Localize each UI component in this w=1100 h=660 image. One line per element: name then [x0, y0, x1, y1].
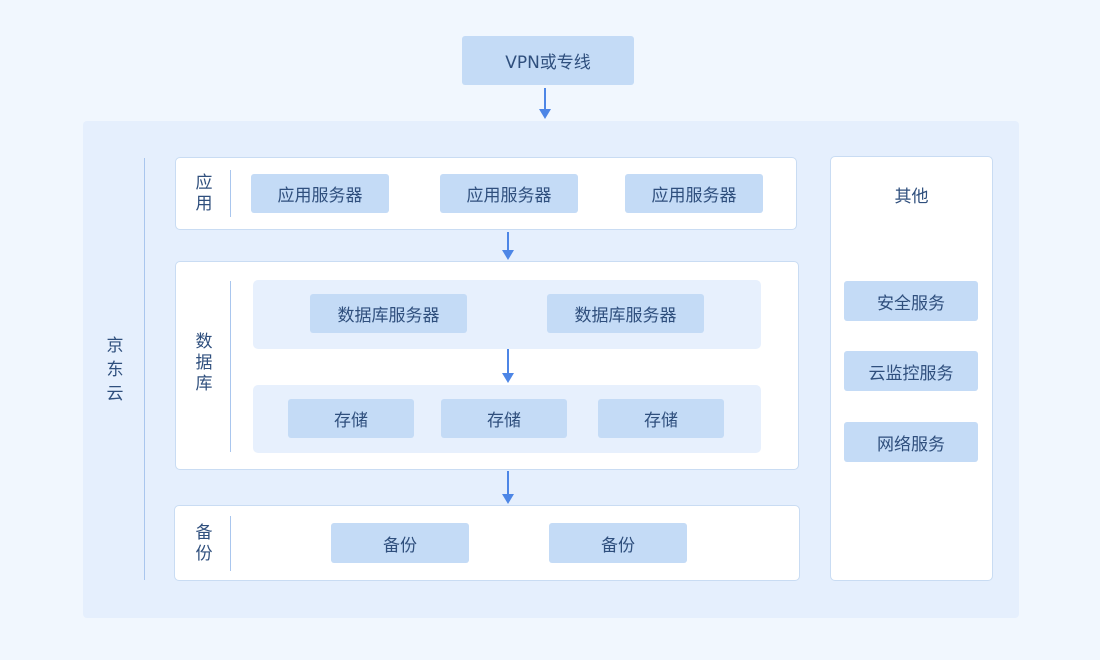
service-label: 安全服务 [877, 293, 945, 314]
cloud-label-char: 京 [106, 336, 124, 356]
backup-label: 备份 [383, 535, 417, 556]
app-layer-label-char: 用 [195, 194, 213, 214]
app-server-label: 应用服务器 [277, 186, 363, 206]
db-server-label: 数据库服务器 [337, 306, 440, 326]
app-server-label: 应用服务器 [466, 186, 552, 206]
network-service-node: 网络服务 [844, 422, 978, 462]
arrow-vpn-to-cloud [538, 88, 552, 120]
db-server-node: 数据库服务器 [310, 294, 467, 333]
db-layer-label-char: 据 [195, 352, 213, 373]
storage-node: 存储 [441, 399, 567, 438]
db-layer-label-char: 数 [195, 331, 213, 352]
app-server-node: 应用服务器 [440, 174, 578, 213]
service-label: 网络服务 [877, 434, 945, 455]
db-server-node: 数据库服务器 [547, 294, 704, 333]
backup-layer-divider [230, 516, 231, 571]
storage-label: 存储 [334, 411, 368, 431]
monitoring-service-node: 云监控服务 [844, 351, 978, 391]
storage-label: 存储 [644, 411, 678, 431]
vpn-node-label: VPN或专线 [505, 53, 591, 73]
backup-layer-label: 备 份 [190, 520, 218, 568]
cloud-label-char: 云 [106, 384, 124, 404]
app-server-label: 应用服务器 [651, 186, 737, 206]
backup-layer-label-char: 份 [195, 544, 213, 564]
cloud-label: 京 东 云 [100, 330, 130, 410]
app-server-node: 应用服务器 [251, 174, 389, 213]
vpn-node: VPN或专线 [462, 36, 634, 85]
app-layer-label: 应 用 [190, 170, 218, 218]
backup-label: 备份 [601, 535, 635, 556]
cloud-label-char: 东 [106, 360, 124, 380]
app-layer-label-char: 应 [195, 173, 213, 193]
backup-node: 备份 [549, 523, 687, 563]
cloud-divider [144, 158, 145, 580]
service-label: 云监控服务 [868, 363, 954, 384]
backup-layer-label-char: 备 [195, 523, 213, 543]
db-layer-label-char: 库 [195, 373, 213, 394]
app-server-node: 应用服务器 [625, 174, 763, 213]
db-layer-divider [230, 281, 231, 452]
db-layer-label: 数 据 库 [190, 330, 218, 396]
storage-node: 存储 [598, 399, 724, 438]
db-server-label: 数据库服务器 [574, 306, 677, 326]
arrow-app-to-db [501, 232, 515, 261]
backup-layer-panel [174, 505, 800, 581]
security-service-node: 安全服务 [844, 281, 978, 321]
arrow-db-to-backup [501, 471, 515, 505]
storage-label: 存储 [487, 411, 521, 431]
backup-node: 备份 [331, 523, 469, 563]
other-title: 其他 [894, 187, 929, 207]
arrow-db-to-storage [501, 349, 515, 384]
storage-node: 存储 [288, 399, 414, 438]
app-layer-divider [230, 170, 231, 217]
